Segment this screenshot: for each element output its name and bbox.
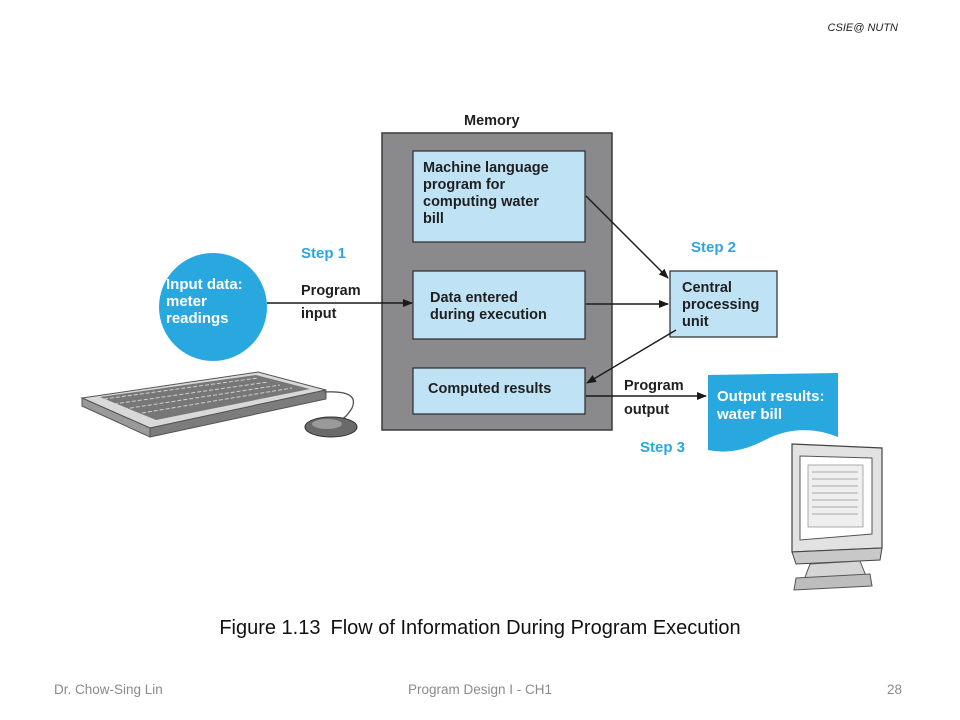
data-box-text: Data entered during execution [430, 290, 547, 323]
program-box-text: Machine language program for computing w… [423, 160, 553, 227]
footer-page-number: 28 [886, 682, 902, 697]
memory-title: Memory [464, 113, 520, 129]
figure-number: Figure 1.13 [219, 617, 321, 639]
figure-title: Flow of Information During Program Execu… [330, 617, 741, 639]
step2-label: Step 2 [691, 239, 736, 256]
results-box [412, 367, 586, 415]
footer-author: Dr. Chow-Sing Lin [54, 682, 163, 697]
cpu-to-results-arrow [586, 329, 677, 384]
footer-course: Program Design I - CH1 [408, 682, 553, 697]
program-input-label: Program input [301, 283, 365, 322]
cpu-box [669, 270, 778, 338]
cpu-text: Central processing unit [682, 280, 763, 330]
monitor-icon [791, 443, 883, 591]
mouse-icon [304, 391, 358, 438]
output-results-text: Output results: water bill [716, 388, 829, 423]
program-to-cpu-arrow [585, 195, 669, 279]
keyboard-icon [80, 371, 327, 438]
program-box [412, 150, 586, 243]
flow-diagram: Memory Machine language program for comp… [80, 113, 883, 591]
data-box [412, 270, 586, 340]
output-document-shape [708, 373, 838, 452]
program-output-label: Program output [624, 378, 688, 418]
step1-label: Step 1 [301, 245, 346, 262]
figure-caption: Figure 1.13 Flow of Information During Pr… [0, 617, 960, 640]
results-box-text: Computed results [428, 381, 551, 397]
step3-label: Step 3 [640, 439, 685, 456]
input-data-text: Input data: meter readings [166, 276, 247, 327]
input-data-circle [159, 253, 267, 361]
header-tag: CSIE@ NUTN [827, 22, 898, 34]
